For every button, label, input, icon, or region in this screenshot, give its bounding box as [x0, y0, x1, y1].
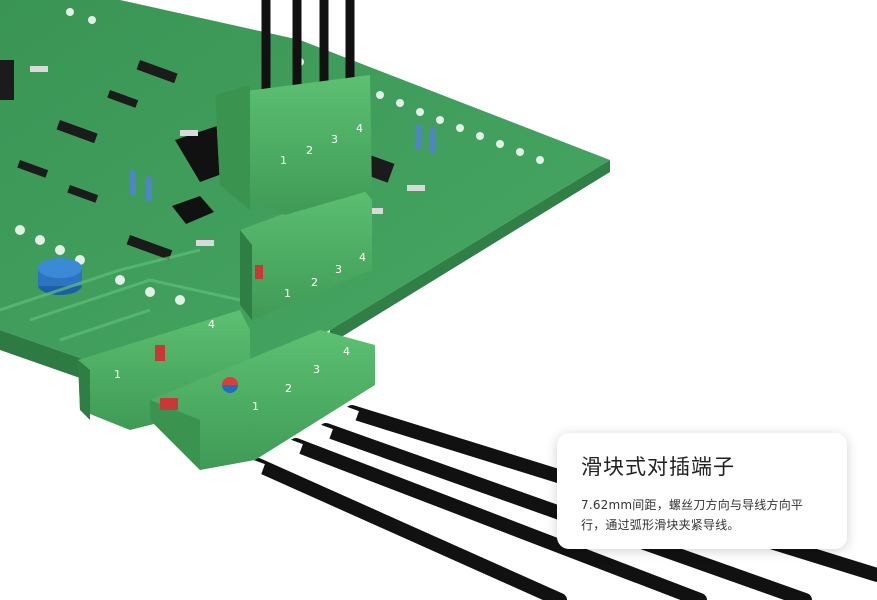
svg-text:2: 2 — [311, 276, 318, 289]
svg-text:2: 2 — [306, 144, 313, 157]
svg-text:1: 1 — [280, 154, 287, 167]
svg-text:3: 3 — [331, 133, 338, 146]
brand-logo-icon — [222, 377, 238, 393]
svg-text:4: 4 — [359, 251, 366, 264]
svg-text:2: 2 — [285, 382, 292, 395]
pcb-header-upper: 1 2 3 4 — [240, 185, 372, 320]
svg-text:1: 1 — [114, 368, 121, 381]
feature-title: 滑块式对插端子 — [581, 455, 735, 479]
plug-vertical: 1 2 3 4 — [215, 0, 372, 215]
svg-text:3: 3 — [313, 363, 320, 376]
svg-text:3: 3 — [335, 263, 342, 276]
svg-text:1: 1 — [252, 400, 259, 413]
feature-card: 滑块式对插端子 7.62mm间距，螺丝刀方向与导线方向平行，通过弧形滑块夹紧导线… — [557, 433, 847, 549]
svg-text:4: 4 — [356, 122, 363, 135]
feature-description: 7.62mm间距，螺丝刀方向与导线方向平行，通过弧形滑块夹紧导线。 — [581, 498, 804, 532]
svg-text:4: 4 — [343, 345, 350, 358]
capacitor-blue — [38, 258, 82, 295]
svg-text:4: 4 — [208, 318, 215, 331]
plug-front: 1 2 3 4 — [150, 330, 375, 470]
svg-text:1: 1 — [284, 287, 291, 300]
